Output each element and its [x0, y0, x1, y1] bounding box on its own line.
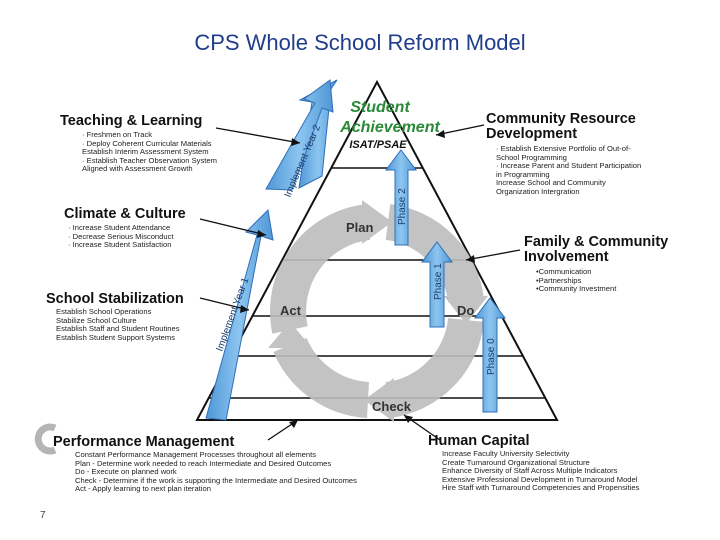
list-item: · Establish Teacher Observation System	[82, 155, 217, 165]
list-item: · Freshmen on Track	[82, 130, 153, 139]
phase0-label: Phase 0	[486, 338, 497, 375]
list-item: Establish Student Support Systems	[56, 332, 176, 342]
list-item: · Increase Parent and Student Participat…	[496, 161, 642, 171]
phase1-arrow	[421, 241, 453, 328]
apex-line3: ISAT/PSAE	[349, 139, 407, 151]
list-item: Hire Staff with Turnaround Competencies …	[442, 483, 640, 493]
family-community-heading-2: Involvement	[524, 249, 609, 265]
list-item: Extensive Professional Development in Tu…	[442, 474, 638, 484]
slide-number: 7	[40, 510, 46, 521]
list-item: Increase School and Community	[496, 178, 606, 188]
family-community-list: •Communication •Partnerships •Community …	[536, 267, 668, 294]
list-item: · Establish Extensive Portfolio of Out-o…	[496, 144, 631, 153]
list-item: •Partnerships	[536, 275, 582, 285]
list-item: · Increase Student Satisfaction	[68, 240, 172, 250]
implement-arrow-year1-shape	[205, 208, 274, 421]
list-item: Constant Performance Management Processe…	[75, 450, 317, 459]
human-capital-list: Increase Faculty University Selectivity …	[442, 449, 640, 493]
list-item: Aligned with Assessment Growth	[82, 164, 193, 174]
performance-management-heading: Performance Management	[53, 434, 235, 450]
community-resource-heading-1: Community Resource	[486, 111, 636, 127]
teaching-learning-block: Teaching & Learning · Freshmen on Track …	[60, 114, 217, 174]
school-stabilization-list: Establish School Operations Stabilize Sc…	[56, 307, 184, 342]
list-item: •Communication	[536, 267, 592, 276]
phase0-arrow	[474, 297, 506, 413]
list-item: Check - Determine if the work is support…	[75, 475, 357, 485]
family-community-heading-1: Family & Community	[524, 234, 669, 250]
list-item: Establish Staff and Student Routines	[56, 324, 180, 334]
cycle-check-label: Check	[372, 399, 412, 414]
connector-arrowheads	[240, 130, 475, 428]
climate-culture-block: Climate & Culture · Increase Student Att…	[64, 207, 186, 250]
phase2-arrow	[385, 149, 417, 246]
list-item: Do - Execute on planned work	[75, 467, 177, 477]
cycle-act-label: Act	[280, 303, 302, 318]
phase2-label: Phase 2	[397, 188, 408, 225]
performance-management-list: Constant Performance Management Processe…	[75, 450, 357, 494]
list-item: Increase Faculty University Selectivity	[442, 449, 570, 458]
list-item: Create Turnaround Organizational Structu…	[442, 457, 590, 467]
list-item: · Increase Student Attendance	[68, 223, 171, 232]
list-item: · Deploy Coherent Curricular Materials	[82, 138, 212, 148]
community-resource-block: Community Resource Development · Establi…	[486, 112, 641, 197]
human-capital-heading: Human Capital	[428, 433, 530, 449]
page-title: CPS Whole School Reform Model	[194, 30, 526, 55]
community-resource-list: · Establish Extensive Portfolio of Out-o…	[496, 144, 642, 197]
list-item: Enhance Diversity of Staff Across Multip…	[442, 466, 618, 476]
cycle-plan-label: Plan	[346, 220, 374, 235]
community-resource-heading-2: Development	[486, 126, 578, 142]
cycle-do-label: Do	[457, 303, 474, 318]
climate-culture-list: · Increase Student Attendance · Decrease…	[68, 223, 186, 250]
apex-line2: Achievement	[339, 119, 440, 136]
list-item: •Community Investment	[536, 284, 617, 294]
climate-culture-heading: Climate & Culture	[64, 206, 186, 222]
human-capital-block: Human Capital Increase Faculty Universit…	[428, 434, 639, 493]
list-item: Stabilize School Culture	[56, 315, 137, 325]
school-stabilization-heading: School Stabilization	[46, 291, 184, 307]
family-community-block: Family & Community Involvement •Communic…	[524, 235, 668, 294]
teaching-learning-list: · Freshmen on Track · Deploy Coherent Cu…	[82, 130, 217, 174]
list-item: in Programming	[496, 169, 550, 179]
list-item: · Decrease Serious Misconduct	[68, 231, 174, 241]
phase1-label: Phase 1	[433, 263, 444, 300]
school-stabilization-block: School Stabilization Establish School Op…	[46, 292, 184, 342]
list-item: Act - Apply learning to next plan iterat…	[75, 484, 211, 494]
teaching-learning-heading: Teaching & Learning	[60, 113, 203, 129]
list-item: School Programming	[496, 152, 567, 162]
list-item: Organization Intergration	[496, 186, 580, 196]
implement-arrow-year2-shape	[265, 79, 334, 191]
apex-line1: Student	[350, 99, 410, 116]
list-item: Establish Interim Assessment System	[82, 147, 209, 157]
list-item: Establish School Operations	[56, 307, 152, 316]
performance-management-block: Performance Management Constant Performa…	[53, 435, 357, 494]
performance-c-icon	[34, 423, 57, 455]
list-item: Plan - Determine work needed to reach In…	[75, 458, 332, 468]
